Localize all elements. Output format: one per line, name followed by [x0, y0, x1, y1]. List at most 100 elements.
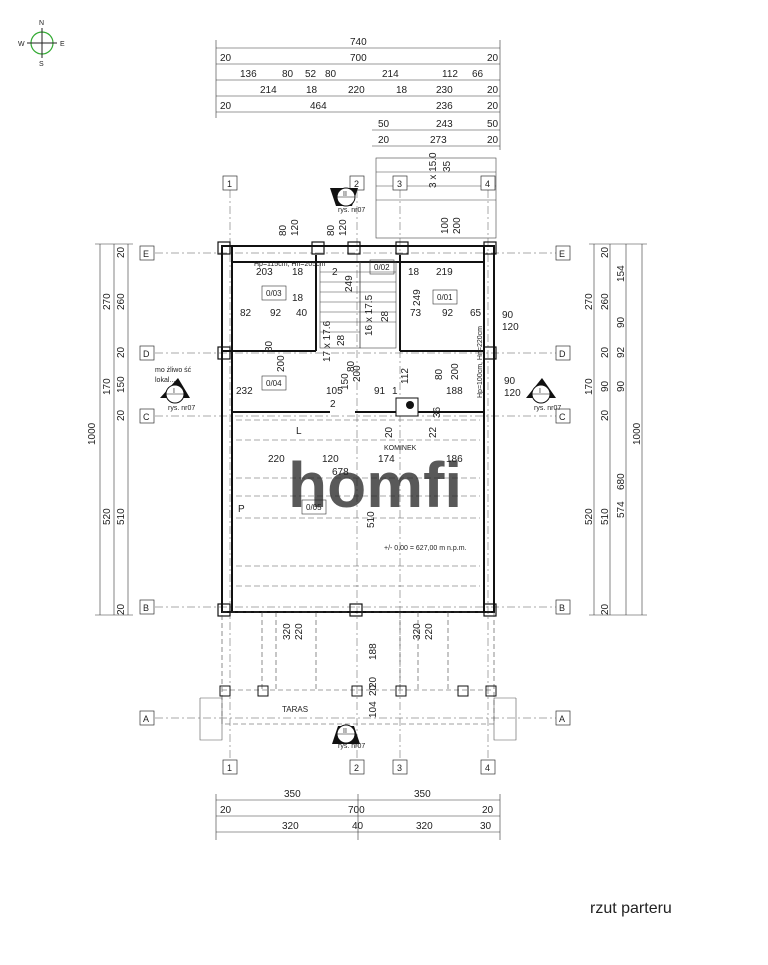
inner-dim-33: 112 [400, 368, 411, 384]
plan-caption: rzut parteru [590, 900, 672, 917]
note-left: mo żliwo ść [155, 367, 192, 374]
inner-dim-50: 20 [368, 684, 379, 696]
dim-bottom-r3-c: 320 [416, 821, 433, 832]
dim-bottom-r1-a: 350 [284, 789, 301, 800]
dim-top-r2-a: 20 [220, 53, 232, 64]
inner-dim-37: 2 [330, 399, 336, 410]
dim-right-far-f: 574 [616, 501, 627, 518]
inner-dim-34: 188 [446, 386, 463, 397]
axis-B-left: B [143, 603, 149, 613]
inner-dim-24: 232 [236, 386, 253, 397]
inner-dim-52: 220 [424, 623, 435, 640]
section-marker-bottom: II rys. nr07 [332, 724, 365, 750]
inner-dim-7: 18 [408, 267, 420, 278]
bottom-dimensions [215, 794, 501, 840]
section-marker-left: I rys. nr07 [160, 378, 195, 412]
dim-right-in-f: 510 [600, 508, 611, 525]
stairs-16: 16 x 17.5 [364, 294, 375, 336]
dim-top-r4-b: 18 [306, 85, 318, 96]
section-marker-right: I rys. nr07 [526, 378, 561, 412]
inner-dim-12: 82 [240, 308, 252, 319]
fireplace-icon [395, 397, 419, 417]
inner-dim-4: 203 [256, 267, 273, 278]
dim-top-r5-c: 236 [436, 101, 453, 112]
inner-dim-15: 73 [410, 308, 422, 319]
inner-dim-6: 2 [332, 267, 338, 278]
dim-left-in-f: 510 [116, 508, 127, 525]
axis-1-top: 1 [227, 179, 232, 189]
dim-bottom-r3-d: 30 [480, 821, 492, 832]
compass-n: N [39, 20, 44, 27]
dim-bottom-r1-b: 350 [414, 789, 431, 800]
terrace-columns [219, 685, 497, 697]
room-0-05: 0/05 [306, 503, 322, 512]
inner-dim-2: 80 [326, 224, 337, 236]
dim-right-in-c: 20 [600, 346, 611, 358]
section-right-label: I [539, 388, 541, 395]
inner-dim-47: 320 [282, 623, 293, 640]
dim-right-far-d: 90 [616, 380, 627, 392]
dim-left-270: 270 [102, 293, 113, 310]
dim-left-in-b: 260 [116, 293, 127, 310]
axis-A-left: A [143, 714, 149, 724]
inner-dim-27: 150 [340, 373, 351, 390]
inner-dim-25: 105 [326, 386, 343, 397]
dim-top-r3-d: 80 [325, 69, 337, 80]
inner-dim-31: 80 [434, 368, 445, 380]
dim-right-in-g: 20 [600, 603, 611, 615]
compass-w: W [18, 41, 25, 48]
axis-A-right: A [559, 714, 565, 724]
inner-dim-45: 678 [332, 467, 349, 478]
dim-top-r5-d: 20 [487, 101, 499, 112]
axis-E-right: E [559, 249, 565, 259]
compass-s: S [39, 61, 44, 68]
dim-top-r4-c: 220 [348, 85, 365, 96]
inner-dim-41: 220 [268, 454, 285, 465]
building-walls [221, 245, 495, 613]
inner-dim-18: 28 [336, 334, 347, 346]
dim-right-in-e: 20 [600, 409, 611, 421]
fireplace-label: KOMINEK [384, 445, 417, 452]
inner-dim-44: 186 [446, 454, 463, 465]
inner-dim-35: 90 [504, 376, 516, 387]
section-top-label: II [343, 191, 347, 198]
dim-top-r4-e: 230 [436, 85, 453, 96]
dim-top-r3-a: 136 [240, 69, 257, 80]
axis-4-top: 4 [485, 179, 490, 189]
dim-right-far-a: 154 [616, 265, 627, 282]
room-0-03: 0/03 [266, 289, 282, 298]
section-left-label: I [173, 388, 175, 395]
dim-top-r4-f: 20 [487, 85, 499, 96]
dim-left-in-a: 20 [116, 246, 127, 258]
axis-D-right: D [559, 349, 566, 359]
dim-left-in-c: 20 [116, 346, 127, 358]
inner-dim-10: 249 [344, 275, 355, 292]
inner-dim-38: 36 [432, 406, 443, 418]
stairs-top-100: 100 [440, 217, 451, 234]
inner-dim-29: 91 [374, 386, 386, 397]
floor-beams [236, 419, 480, 587]
inner-dim-22: 80 [264, 340, 275, 352]
dim-top-r3-e: 214 [382, 69, 399, 80]
compass-rose-icon: N S E W [18, 20, 65, 68]
inner-dim-9: 18 [292, 293, 304, 304]
dim-right-1000: 1000 [632, 422, 643, 445]
terrace-label: TARAS [282, 705, 308, 714]
dim-top-r3-c: 52 [305, 69, 317, 80]
letter-P: P [238, 504, 245, 515]
dim-right-170: 170 [584, 378, 595, 395]
dim-left-in-d: 150 [116, 376, 127, 393]
dim-right-270: 270 [584, 293, 595, 310]
inner-dim-32: 200 [450, 363, 461, 380]
dim-top-r2-c: 20 [487, 53, 499, 64]
level-label: +/- 0,00 = 627,00 m n.p.m. [384, 545, 467, 552]
inner-dim-28: 80 [346, 360, 357, 372]
dim-right-in-a: 20 [600, 246, 611, 258]
inner-dim-40: 22 [428, 426, 439, 438]
dim-bottom-r3-a: 320 [282, 821, 299, 832]
hp-top: Hp=115cm, Hn=205cm [254, 261, 326, 268]
inner-dim-19: 28 [380, 310, 391, 322]
inner-dim-13: 92 [270, 308, 282, 319]
dim-top-r7-c: 20 [487, 135, 499, 146]
axis-C-right: C [559, 412, 566, 422]
